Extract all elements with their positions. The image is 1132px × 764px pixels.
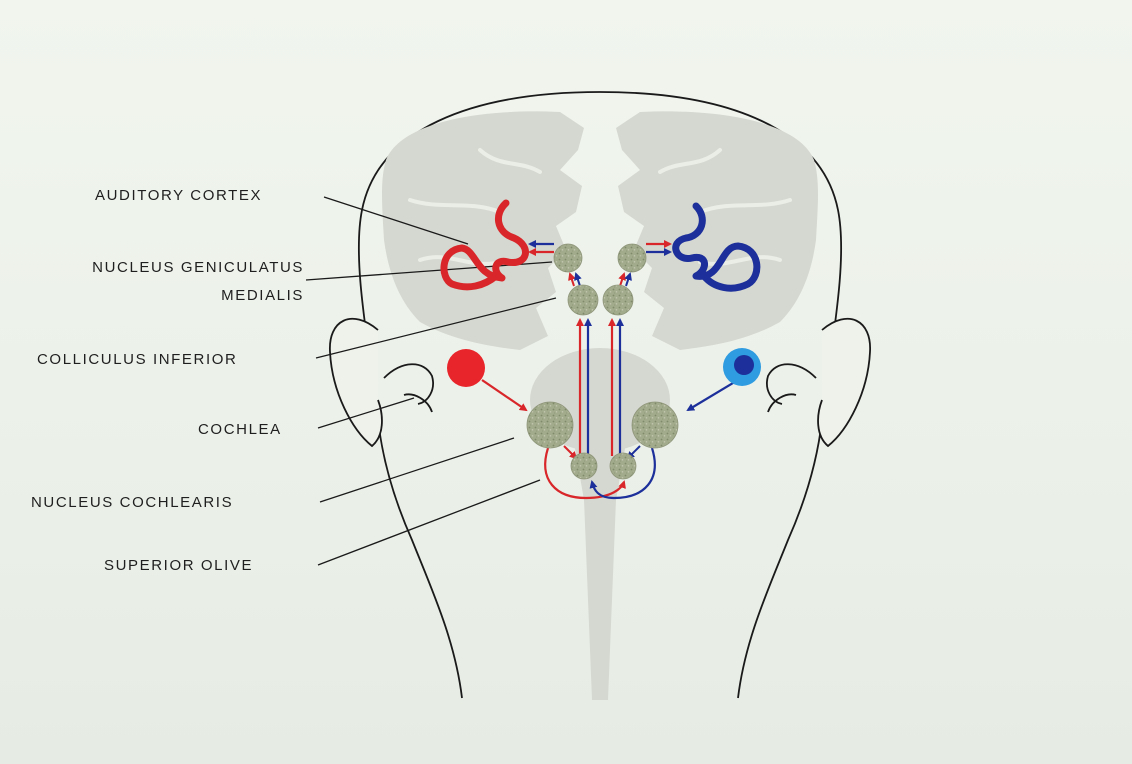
- left-colliculus-inferior: [568, 285, 598, 315]
- left-nucleus-cochlearis: [527, 402, 573, 448]
- right-colliculus-inferior: [603, 285, 633, 315]
- right-cochlea-to-nucleus-arrow: [688, 380, 738, 410]
- right-cochlea: [723, 348, 761, 386]
- left-geniculate-nucleus: [554, 244, 582, 272]
- left-superior-olive: [571, 453, 597, 479]
- right-ear: [767, 319, 870, 446]
- left-cochlea-to-nucleus-arrow: [482, 380, 526, 410]
- right-geniculate-nucleus: [618, 244, 646, 272]
- colliculus-to-geniculate-arrows: [570, 274, 630, 286]
- left-ear: [330, 319, 433, 446]
- brain-tissue: [382, 111, 818, 700]
- left-cochlea: [447, 349, 485, 387]
- right-nucleus-cochlearis: [632, 402, 678, 448]
- right-superior-olive: [610, 453, 636, 479]
